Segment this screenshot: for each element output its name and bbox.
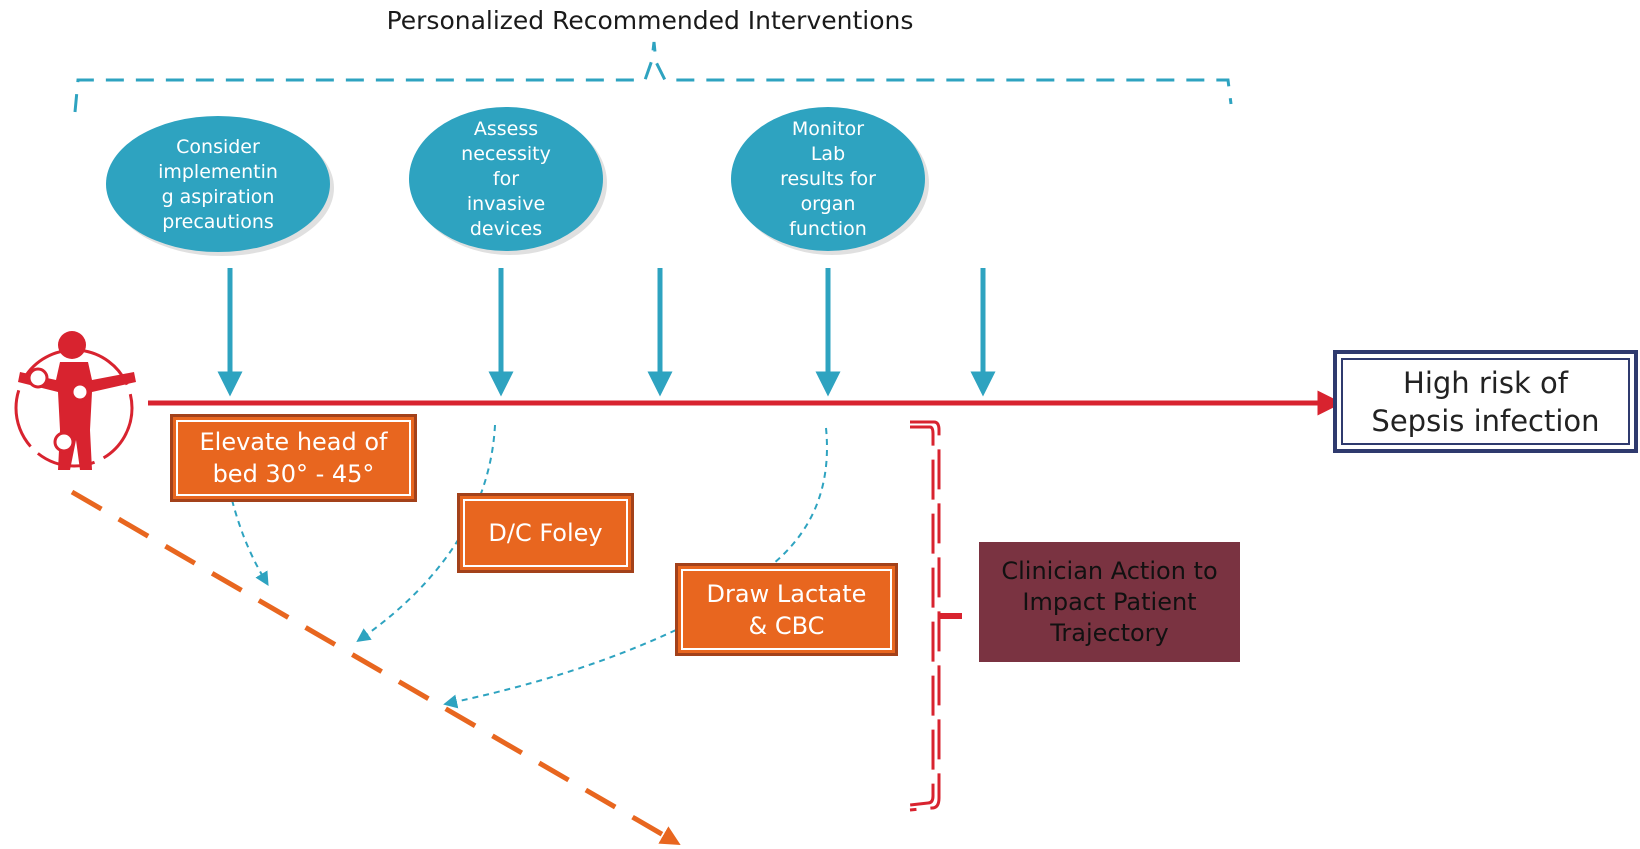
outcome-box: High risk of Sepsis infection [1333,350,1638,453]
action-text: D/C Foley [488,519,603,547]
improved-trajectory-arrow [70,489,681,846]
action-text: Elevate head of bed 30° - 45° [199,428,388,488]
diagram-title: Personalized Recommended Interventions [386,6,914,35]
intervention-bubble [409,107,603,251]
action-effect-curve [767,427,828,569]
action-effect-curve [231,499,269,587]
intervention-label: Consider implementin g aspiration precau… [113,130,323,240]
intervention-text: Assess necessity for invasive devices [461,117,551,240]
clinician-bracket [909,420,962,812]
action-box: D/C Foley [457,493,634,573]
action-box: Draw Lactate & CBC [675,563,898,656]
intervention-bubble [731,107,925,251]
action-box: Elevate head of bed 30° - 45° [170,414,417,502]
intervention-label: Assess necessity for invasive devices [414,112,598,246]
patient-figure-icon [14,331,136,470]
intervention-text: Monitor Lab results for organ function [780,117,876,240]
intervention-bubble [106,116,330,252]
interventions-bracket [73,41,1233,113]
action-effect-curve [356,424,496,643]
intervention-text: Consider implementin g aspiration precau… [158,136,278,233]
action-effect-curve [443,629,677,709]
action-text: Draw Lactate & CBC [706,579,867,640]
outcome-text: High risk of Sepsis infection [1371,365,1600,438]
clinician-note-box: Clinician Action to Impact Patient Traje… [979,542,1240,662]
clinician-note-text: Clinician Action to Impact Patient Traje… [1001,556,1218,647]
intervention-label: Monitor Lab results for organ function [736,112,920,246]
